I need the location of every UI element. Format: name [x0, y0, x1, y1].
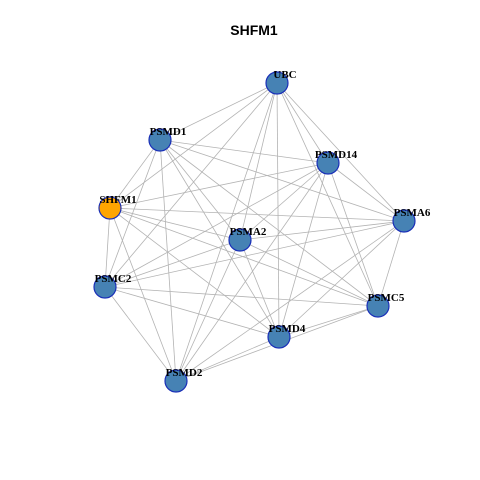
edge-psmd1-psmd14	[159, 139, 329, 164]
edge-psmd14-psmc5	[327, 162, 379, 307]
node-psmc2[interactable]	[93, 275, 117, 299]
edge-psmd1-psma2	[159, 139, 241, 241]
edge-psmd14-psmd4	[278, 162, 329, 338]
node-shfm1[interactable]	[98, 196, 122, 220]
node-label-psmd2: PSMD2	[166, 367, 203, 379]
edge-ubc-psmd2	[175, 82, 278, 382]
node-label-psmd4: PSMD4	[269, 323, 306, 335]
edge-ubc-psmc5	[276, 82, 379, 307]
node-psma2[interactable]	[228, 228, 252, 252]
node-psmd1[interactable]	[148, 128, 172, 152]
edge-psmd1-psmd4	[159, 139, 280, 338]
node-ubc[interactable]	[265, 71, 289, 95]
node-label-psmc2: PSMC2	[95, 273, 132, 285]
labels-layer: UBC PSMD1PSMD14SHFM1PSMA6PSMA2PSMC2PSMC5P…	[95, 69, 431, 379]
edge-psmd4-psmd2	[175, 336, 280, 382]
edge-psmd1-psmd2	[159, 139, 177, 382]
edge-psma6-psmc2	[104, 220, 405, 288]
node-label-psmc5: PSMC5	[368, 292, 405, 304]
edge-psmc2-psmd2	[104, 286, 177, 382]
edge-psma2-psmd4	[239, 239, 280, 338]
edge-shfm1-psma6	[109, 207, 405, 222]
edge-psma6-psmc5	[377, 220, 405, 307]
node-psmd14[interactable]	[316, 151, 340, 175]
graph-title: SHFM1	[230, 22, 278, 38]
edge-psma2-psmd2	[175, 239, 241, 382]
nodes-layer	[93, 71, 416, 393]
node-psmd4[interactable]	[267, 325, 291, 349]
edge-shfm1-psmc5	[109, 207, 379, 307]
edge-psma6-psmd4	[278, 220, 405, 338]
edge-shfm1-psmd2	[109, 207, 177, 382]
node-label-psmd14: PSMD14	[315, 149, 358, 161]
edge-psmd14-psma2	[239, 162, 329, 241]
edges-layer	[104, 82, 405, 382]
node-psmd2[interactable]	[164, 369, 188, 393]
edge-shfm1-psma2	[109, 207, 241, 241]
edge-ubc-shfm1	[109, 82, 278, 209]
edge-ubc-psmd14	[276, 82, 329, 164]
edge-psmc2-psmd4	[104, 286, 280, 338]
edge-ubc-psmd4	[276, 82, 280, 338]
node-psma6[interactable]	[392, 209, 416, 233]
edge-psmd14-psmd2	[175, 162, 329, 382]
edge-shfm1-psmc2	[104, 207, 111, 288]
node-label-psmd1: PSMD1	[150, 126, 187, 138]
node-label-psma2: PSMA2	[230, 226, 267, 238]
edge-psmd14-psmc2	[104, 162, 329, 288]
edge-psmd14-psma6	[327, 162, 405, 222]
edge-ubc-psma6	[276, 82, 405, 222]
edge-psma6-psma2	[239, 220, 405, 241]
edge-ubc-psmc2	[104, 82, 278, 288]
edge-psma2-psmc5	[239, 239, 379, 307]
edge-psma6-psmd2	[175, 220, 405, 382]
node-label-shfm1: SHFM1	[99, 194, 136, 206]
edge-psmc5-psmd4	[278, 305, 379, 338]
edge-psmd1-psma6	[159, 139, 405, 222]
edge-psmd14-shfm1	[109, 162, 329, 209]
edge-psmc2-psmc5	[104, 286, 379, 307]
node-label-psma6: PSMA6	[394, 207, 431, 219]
edge-psma2-psmc2	[104, 239, 241, 288]
edge-shfm1-psmd4	[109, 207, 280, 338]
node-label-ubc: UBC	[273, 69, 296, 81]
edge-ubc-psmd1	[159, 82, 278, 141]
edge-psmd1-shfm1	[109, 139, 161, 209]
node-psmc5[interactable]	[366, 294, 390, 318]
